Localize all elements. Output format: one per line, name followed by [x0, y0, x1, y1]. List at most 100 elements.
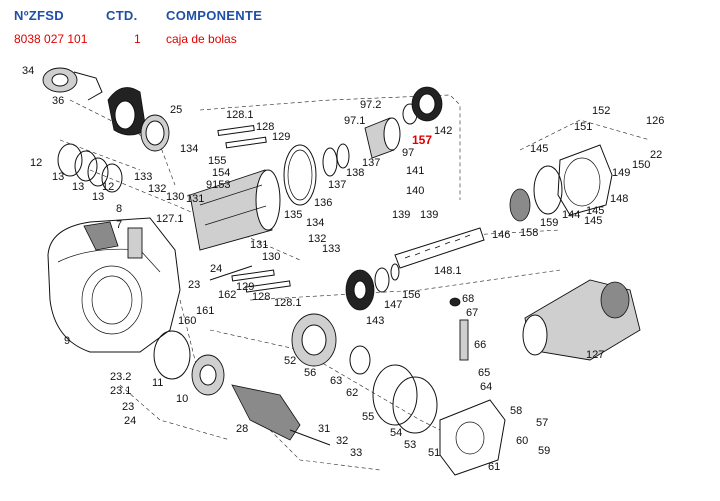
callout-152: 152	[592, 105, 610, 117]
row-part-number: 8038 027 101	[14, 32, 88, 46]
callout-136: 136	[314, 197, 332, 209]
callout-132b: 132	[308, 233, 326, 245]
row-component: caja de bolas	[166, 32, 237, 46]
callout-24b: 24	[124, 415, 136, 427]
callout-22: 22	[650, 149, 662, 161]
callout-129b: 129	[236, 281, 254, 293]
callout-138: 138	[346, 167, 364, 179]
callout-13b: 13	[72, 181, 84, 193]
callout-148: 148	[610, 193, 628, 205]
callout-156: 156	[402, 289, 420, 301]
callout-23a: 23	[188, 279, 200, 291]
callout-127: 127	[586, 349, 604, 361]
callout-23-1: 23.1	[110, 385, 131, 397]
callout-9153: 9153	[206, 179, 230, 191]
callout-65: 65	[478, 367, 490, 379]
assembled-unit-127	[522, 279, 641, 361]
bearing-52	[291, 313, 337, 367]
callout-140: 140	[406, 185, 424, 197]
callout-135: 135	[284, 209, 302, 221]
callout-62: 62	[346, 387, 358, 399]
callout-60: 60	[516, 435, 528, 447]
header-part-number: NºZFSD	[14, 8, 64, 23]
sector-shaft-28	[231, 384, 331, 446]
callout-133a: 133	[134, 171, 152, 183]
callout-132a: 132	[148, 183, 166, 195]
callout-51: 51	[428, 447, 440, 459]
callout-139b: 139	[420, 209, 438, 221]
callout-139a: 139	[392, 209, 410, 221]
callout-131b: 131	[250, 239, 268, 251]
callout-149: 149	[612, 167, 630, 179]
callout-12a: 12	[30, 157, 42, 169]
callout-137a: 137	[328, 179, 346, 191]
callout-151: 151	[574, 121, 592, 133]
callout-97-1: 97.1	[344, 115, 365, 127]
callout-128b: 128	[252, 291, 270, 303]
callout-160: 160	[178, 315, 196, 327]
bearing-10	[153, 330, 225, 396]
header-quantity: CTD.	[106, 8, 138, 23]
callout-158: 158	[520, 227, 538, 239]
callout-145c: 145	[584, 215, 602, 227]
rings-12-13	[57, 143, 123, 193]
callout-23-2: 23.2	[110, 371, 131, 383]
callout-36: 36	[52, 95, 64, 107]
callout-28: 28	[236, 423, 248, 435]
callout-130b: 130	[262, 251, 280, 263]
callout-161: 161	[196, 305, 214, 317]
callout-66: 66	[474, 339, 486, 351]
callout-126: 126	[646, 115, 664, 127]
callout-59: 59	[538, 445, 550, 457]
callout-56: 56	[304, 367, 316, 379]
callout-67: 67	[466, 307, 478, 319]
callout-162: 162	[218, 289, 236, 301]
valve-66	[449, 297, 469, 361]
callout-147: 147	[384, 299, 402, 311]
callout-133b: 133	[322, 243, 340, 255]
callout-9: 9	[64, 335, 70, 347]
header-component: COMPONENTE	[166, 8, 263, 23]
callout-134a: 134	[180, 143, 198, 155]
callout-159: 159	[540, 217, 558, 229]
callout-23b: 23	[122, 401, 134, 413]
callout-68: 68	[462, 293, 474, 305]
housing-segment-25	[107, 87, 170, 152]
callout-55: 55	[362, 411, 374, 423]
piston-97	[364, 86, 443, 159]
callout-24a: 24	[210, 263, 222, 275]
rings-53-56	[349, 345, 438, 434]
callout-134b: 134	[306, 217, 324, 229]
callout-141: 141	[406, 165, 424, 177]
callout-144: 144	[562, 209, 580, 221]
worm-shaft-148-1	[345, 227, 485, 311]
callout-32: 32	[336, 435, 348, 447]
callout-155: 155	[208, 155, 226, 167]
callout-131a: 131	[186, 193, 204, 205]
callout-145b: 145	[586, 205, 604, 217]
callout-63: 63	[330, 375, 342, 387]
callout-150: 150	[632, 159, 650, 171]
callout-154: 154	[212, 167, 230, 179]
callout-34: 34	[22, 65, 34, 77]
callout-57: 57	[536, 417, 548, 429]
side-cover-51	[439, 399, 506, 476]
callout-53: 53	[404, 439, 416, 451]
callout-148-1: 148.1	[434, 265, 462, 277]
rods-128-129	[209, 124, 291, 293]
callout-11: 11	[152, 377, 163, 389]
callout-127-1: 127.1	[156, 213, 184, 225]
callout-157: 157	[412, 133, 432, 147]
callout-146: 146	[492, 229, 510, 241]
seal-rings-135-136	[283, 143, 350, 206]
callout-13c: 13	[92, 191, 104, 203]
end-housing-148	[509, 144, 613, 222]
callout-97: 97	[402, 147, 414, 159]
callout-54: 54	[390, 427, 402, 439]
callout-97-2: 97.2	[360, 99, 381, 111]
callout-8: 8	[116, 203, 122, 215]
callout-143: 143	[366, 315, 384, 327]
callout-7: 7	[116, 219, 122, 231]
callout-129: 129	[272, 131, 290, 143]
